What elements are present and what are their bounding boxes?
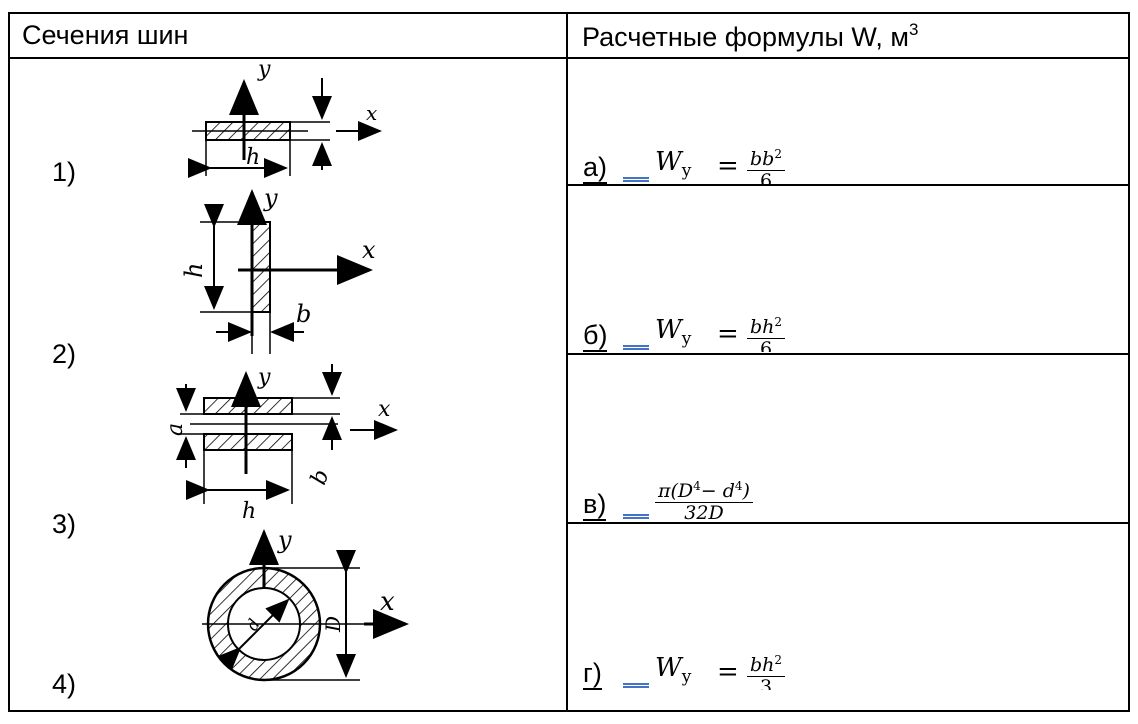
dimension-h-label: h: [242, 499, 256, 522]
section-sketch-1: y x h: [188, 60, 382, 178]
row-number-3: 3): [52, 509, 77, 539]
formula-table: Сечения шин Расчетные формулы W, м3 1) 2…: [8, 12, 1130, 712]
row-divider: [568, 184, 1128, 186]
axis-x-label: x: [378, 397, 391, 422]
header-sections: Сечения шин: [22, 20, 189, 50]
double-underline: [623, 345, 649, 350]
axis-x-label: x: [366, 101, 377, 125]
axis-x-label: x: [380, 587, 395, 617]
row-number-1: 1): [52, 157, 77, 187]
double-underline: [623, 177, 649, 182]
row-number-2: 2): [52, 339, 77, 369]
dimension-h-label: h: [246, 145, 260, 170]
axis-y-label: y: [257, 365, 271, 390]
dimension-h-label: h: [180, 263, 208, 278]
answer-letter: г): [583, 658, 602, 690]
section-sketch-2: y h x b: [180, 186, 376, 354]
double-underline: [623, 514, 649, 519]
double-underline: [623, 683, 649, 688]
dimension-b-label: b: [306, 466, 334, 488]
axis-y-label: y: [257, 60, 271, 82]
table-header-row: Сечения шин Расчетные формулы W, м3: [10, 14, 1128, 59]
row-divider: [568, 522, 1128, 524]
answer-letter: б): [583, 320, 608, 352]
section-sketch-3: y a b x h: [163, 364, 398, 522]
axis-y-label: y: [263, 186, 278, 212]
column-divider: [566, 14, 568, 710]
answer-letter: а): [583, 152, 608, 184]
axis-x-label: x: [362, 236, 376, 264]
row-number-4: 4): [52, 669, 77, 699]
dimension-a-label: a: [163, 423, 188, 436]
answer-letter: в): [583, 489, 607, 521]
row-divider: [568, 353, 1128, 355]
axis-y-label: y: [277, 526, 292, 554]
dimension-b-label: b: [296, 300, 311, 328]
section-sketch-4: y d D x: [202, 526, 409, 682]
header-formulas: Расчетные формулы W, м3: [582, 20, 919, 52]
